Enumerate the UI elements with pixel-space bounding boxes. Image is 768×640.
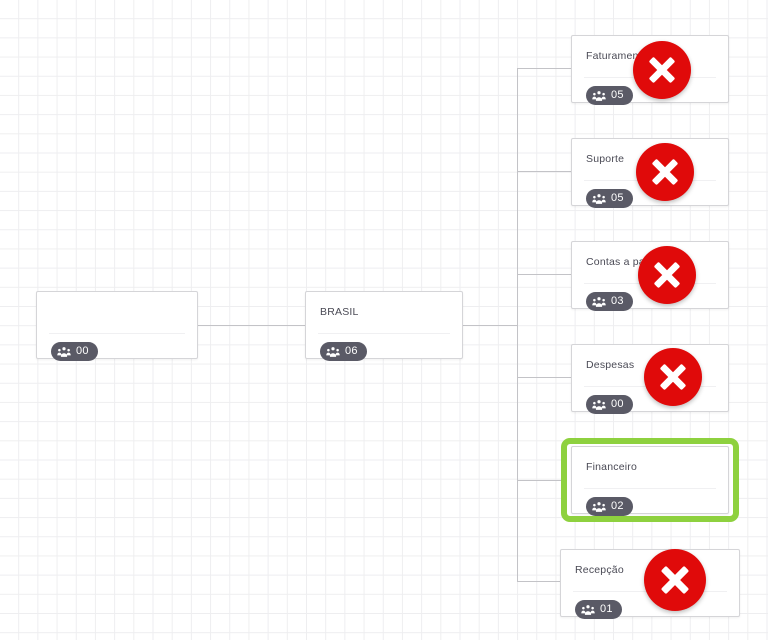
connector-trunk-to-despesas — [517, 377, 571, 378]
org-node-divider — [584, 488, 716, 489]
red-x-circle-icon[interactable] — [638, 246, 696, 304]
connector-trunk-to-financeiro — [517, 480, 561, 481]
org-node-title: Recepção — [575, 564, 624, 576]
org-node-root[interactable]: 00 — [36, 291, 198, 361]
org-node-title: Financeiro — [586, 461, 638, 473]
org-node-title: Despesas — [586, 359, 635, 371]
employee-count-value: 06 — [345, 345, 358, 357]
employee-count-value: 02 — [611, 500, 624, 512]
red-x-circle-icon[interactable] — [644, 549, 706, 611]
employee-count-badge[interactable]: 01 — [575, 600, 622, 619]
employee-count-value: 03 — [611, 295, 624, 307]
connector-brasil-to-trunk — [463, 325, 518, 326]
employee-count-value: 01 — [600, 603, 613, 615]
org-node-financeiro[interactable]: Financeiro 02 — [571, 446, 729, 516]
people-group-icon — [592, 296, 606, 307]
red-x-circle-icon[interactable] — [633, 41, 691, 99]
people-group-icon — [592, 501, 606, 512]
employee-count-badge[interactable]: 03 — [586, 292, 633, 311]
people-group-icon — [592, 90, 606, 101]
people-group-icon — [592, 399, 606, 410]
employee-count-value: 00 — [611, 398, 624, 410]
org-node-divider — [318, 333, 450, 334]
employee-count-badge[interactable]: 00 — [586, 395, 633, 414]
org-node-brasil[interactable]: BRASIL 06 — [305, 291, 463, 361]
employee-count-value: 00 — [76, 345, 89, 357]
connector-trunk-vertical — [517, 68, 518, 581]
people-group-icon — [592, 193, 606, 204]
x-glyph-icon — [661, 566, 689, 594]
connector-trunk-to-faturamento — [517, 68, 571, 69]
employee-count-badge[interactable]: 02 — [586, 497, 633, 516]
employee-count-badge[interactable]: 00 — [51, 342, 98, 361]
red-x-circle-icon[interactable] — [644, 348, 702, 406]
employee-count-value: 05 — [611, 89, 624, 101]
employee-count-badge[interactable]: 05 — [586, 189, 633, 208]
connector-trunk-to-recepcao — [517, 581, 560, 582]
employee-count-badge[interactable]: 06 — [320, 342, 367, 361]
org-node-title: BRASIL — [320, 306, 359, 318]
connector-trunk-to-suporte — [517, 171, 571, 172]
x-glyph-icon — [660, 364, 686, 390]
x-glyph-icon — [652, 159, 678, 185]
x-glyph-icon — [649, 57, 675, 83]
org-node-divider — [49, 333, 185, 334]
employee-count-value: 05 — [611, 192, 624, 204]
connector-trunk-to-contas — [517, 274, 571, 275]
people-group-icon — [581, 604, 595, 615]
org-node-title: Suporte — [586, 153, 625, 165]
people-group-icon — [326, 346, 340, 357]
org-node-title: Faturamento — [586, 50, 648, 62]
employee-count-badge[interactable]: 05 — [586, 86, 633, 105]
red-x-circle-icon[interactable] — [636, 143, 694, 201]
x-glyph-icon — [654, 262, 680, 288]
people-group-icon — [57, 346, 71, 357]
connector-root-to-brasil — [198, 325, 305, 326]
